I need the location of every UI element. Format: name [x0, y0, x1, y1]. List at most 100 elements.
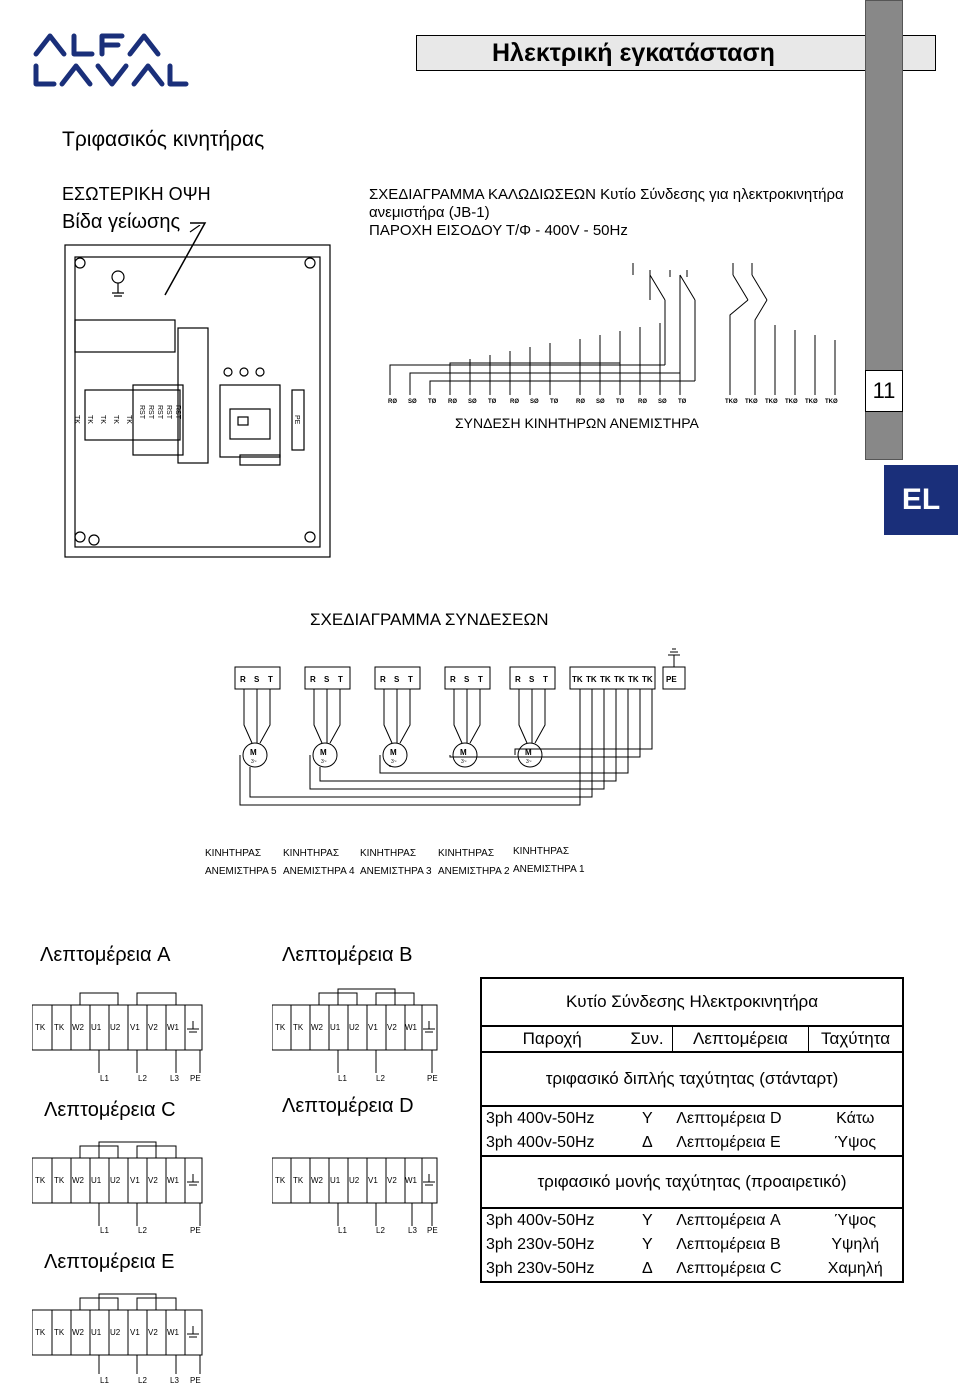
- detail-terminal: V1: [368, 1023, 378, 1032]
- wiring-terminal: RØ: [388, 399, 397, 405]
- connection-diagram: R S T R S T R S T R S T R S T TK TK TK T…: [234, 648, 686, 806]
- motor-phase: 3~: [251, 759, 257, 765]
- motor-phase: 3~: [461, 759, 467, 765]
- wiring-terminal: RØ: [638, 399, 647, 405]
- rst-label: S: [394, 675, 400, 684]
- detail-terminal: U1: [91, 1023, 102, 1032]
- rst-label: R: [240, 675, 246, 684]
- wiring-terminal: TØ: [616, 399, 625, 405]
- group-single-speed: τριφασικό μονής ταχύτητας (προαιρετικό): [480, 1156, 904, 1209]
- wiring-terminal: TØ: [488, 399, 497, 405]
- table-title: Κυτίο Σύνδεσης Ηλεκτροκινητήρα: [480, 977, 904, 1026]
- fan-label: ΑΝΕΜΙΣΤΗΡΑ 4: [283, 866, 355, 877]
- detail-terminal: TK: [293, 1176, 304, 1185]
- cell-connection: Y: [641, 1110, 653, 1127]
- detail-bottom: L1: [100, 1376, 109, 1385]
- detail-terminal: TK: [293, 1023, 304, 1032]
- cell-connection: Δ: [622, 1257, 673, 1283]
- detail-terminal: TK: [275, 1023, 286, 1032]
- detail-terminal: W1: [405, 1176, 418, 1185]
- motor-symbol: M: [390, 748, 397, 757]
- detail-bottom: L2: [138, 1376, 147, 1385]
- rst-label: T: [408, 675, 413, 684]
- cell-supply: 3ph 230v-50Hz: [479, 1233, 623, 1257]
- rst-label: T: [268, 675, 273, 684]
- detail-bottom: L2: [138, 1226, 147, 1235]
- fan-label: ΑΝΕΜΙΣΤΗΡΑ 2: [438, 866, 510, 877]
- motor-symbol: M: [250, 748, 257, 757]
- rst-label: S: [529, 675, 535, 684]
- detail-terminal: W1: [167, 1328, 180, 1337]
- fan-label: ΑΝΕΜΙΣΤΗΡΑ 1: [513, 864, 585, 875]
- detail-terminal: V1: [130, 1328, 140, 1337]
- table-header-row: Παροχή Συν. Λεπτομέρεια Ταχύτητα: [479, 1025, 905, 1053]
- detail-bottom: L1: [100, 1074, 109, 1083]
- motor-phase: 3~: [526, 759, 532, 765]
- terminal-label: TK: [112, 415, 119, 424]
- motor-symbol: M: [320, 748, 327, 757]
- header-supply: Παροχή: [479, 1025, 623, 1053]
- wiring-terminal: TØ: [428, 399, 437, 405]
- detail-terminal: U2: [349, 1176, 360, 1185]
- cell-detail: Λεπτομέρεια E: [672, 1131, 809, 1157]
- wiring-terminal: RØ: [448, 399, 457, 405]
- wiring-terminal: RØ: [576, 399, 585, 405]
- terminal-label: TK: [86, 415, 93, 424]
- motor-word: ΚΙΝΗΤΗΡΑΣ: [360, 848, 417, 859]
- detail-terminal: W1: [167, 1176, 180, 1185]
- page-title: Ηλεκτρική εγκατάσταση: [492, 39, 775, 67]
- wiring-terminal: RØ: [510, 399, 519, 405]
- detail-bottom: L3: [170, 1376, 179, 1385]
- wiring-tk-terminal: TKØ: [745, 399, 758, 405]
- tk-label: TK: [642, 675, 653, 684]
- ground-screw-label: Βίδα γείωσης: [62, 211, 181, 233]
- cell-detail: Λεπτομέρεια A: [676, 1212, 781, 1229]
- pe-label: PE: [666, 675, 677, 684]
- wiring-tk-terminal: TKØ: [725, 399, 738, 405]
- detail-a-title: Λεπτομέρεια A: [40, 944, 171, 966]
- section-title: Τριφασικός κινητήρας: [62, 128, 265, 151]
- detail-terminal: W1: [167, 1023, 180, 1032]
- cell-speed: Χαμηλή: [808, 1257, 905, 1283]
- tk-label: TK: [628, 675, 639, 684]
- rst-label: S: [464, 675, 470, 684]
- group-two-speed: τριφασικό διπλής ταχύτητας (στάνταρτ): [480, 1052, 904, 1107]
- detail-terminal: U2: [110, 1023, 121, 1032]
- inside-view-label: ΕΣΩΤΕΡΙΚΗ ΟΨΗ: [62, 184, 211, 204]
- wiring-caption-1: ΣΧΕΔΙΑΓΡΑΜΜΑ ΚΑΛΩΔΙΩΣΕΩΝ Κυτίο Σύνδεσης …: [369, 186, 844, 203]
- motor-phase: 3~: [391, 759, 397, 765]
- table-row: 3ph 230v-50Hz Δ Λεπτομέρεια C Χαμηλή: [479, 1257, 905, 1283]
- wiring-tk-terminal: TKØ: [805, 399, 818, 405]
- table-row: 3ph 400v-50Hz Y Λεπτομέρεια D Κάτω: [479, 1106, 905, 1131]
- detail-bottom: L2: [376, 1226, 385, 1235]
- inside-view-terminals: TK TK TK TK TK RST RST RST RST RST PE: [73, 405, 300, 425]
- detail-bottom: PE: [427, 1074, 438, 1083]
- detail-terminal: TK: [54, 1176, 65, 1185]
- table-row: 3ph 230v-50Hz Y Λεπτομέρεια B Υψηλή: [479, 1233, 905, 1257]
- detail-bottom: L3: [170, 1074, 179, 1083]
- detail-terminal: V1: [130, 1023, 140, 1032]
- detail-terminal: V2: [148, 1328, 158, 1337]
- tk-label: TK: [586, 675, 597, 684]
- cell-supply: 3ph 400v-50Hz: [479, 1208, 623, 1233]
- wiring-terminal: SØ: [658, 399, 667, 405]
- detail-bottom: L2: [138, 1074, 147, 1083]
- header-bar: [416, 35, 936, 71]
- detail-terminal: TK: [275, 1176, 286, 1185]
- table-row: 3ph 400v-50Hz Y Λεπτομέρεια A Ύψος: [479, 1208, 905, 1233]
- terminal-label: RST: [174, 405, 181, 420]
- wiring-terminal: SØ: [530, 399, 539, 405]
- wiring-schematic: RØ SØ TØ RØ SØ TØ RØ SØ TØ RØ SØ TØ RØ S…: [388, 263, 838, 405]
- tk-label: TK: [572, 675, 583, 684]
- wiring-caption-2: ανεμιστήρα (JB-1): [369, 204, 490, 221]
- rst-label: T: [478, 675, 483, 684]
- cell-speed: Κάτω: [808, 1106, 905, 1131]
- detail-terminal: W1: [405, 1023, 418, 1032]
- wiring-terminal: SØ: [408, 399, 417, 405]
- motor-word: ΚΙΝΗΤΗΡΑΣ: [438, 848, 495, 859]
- ground-screw-leader: [164, 222, 207, 296]
- detail-d-title: Λεπτομέρεια D: [282, 1095, 414, 1117]
- detail-terminal: V2: [387, 1176, 397, 1185]
- detail-c-title: Λεπτομέρεια C: [44, 1099, 176, 1121]
- detail-terminal: W2: [311, 1023, 324, 1032]
